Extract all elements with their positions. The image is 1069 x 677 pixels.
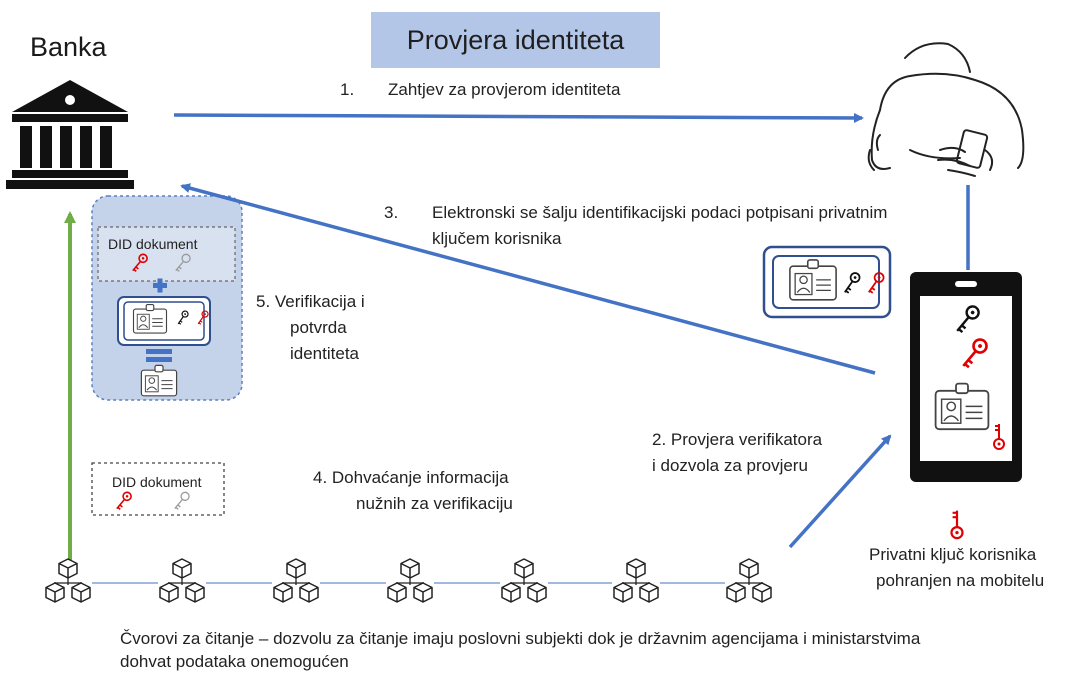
did-document-box — [91, 462, 225, 516]
arrow-step1 — [173, 112, 864, 123]
mobile-phone-icon — [910, 272, 1022, 482]
step1-text: Zahtjev za provjerom identiteta — [388, 80, 621, 99]
step5-line2: potvrda — [290, 318, 347, 337]
step2-line2: i dozvola za provjeru — [652, 456, 808, 475]
step5-line3: identiteta — [290, 344, 359, 363]
person-with-phone-icon — [867, 42, 1025, 177]
step5-line1: 5. Verifikacija i — [256, 292, 365, 311]
phone-id-card-icon — [934, 382, 990, 431]
step3-line1: Elektronski se šalju identifikacijski po… — [432, 203, 888, 222]
panel-signed-card-icon — [117, 296, 211, 346]
step3-number: 3. — [384, 203, 399, 222]
plus-icon — [153, 278, 167, 293]
blockchain-node-1 — [46, 559, 90, 602]
equals-icon — [146, 349, 172, 362]
step2-line1: 2. Provjera verifikatora — [652, 430, 823, 449]
private-key-line1: Privatni ključ korisnika — [869, 545, 1037, 564]
private-key-line2: pohranjen na mobitelu — [876, 571, 1045, 590]
signed-id-card-icon — [762, 245, 892, 319]
blockchain-node-5 — [502, 559, 546, 602]
panel-did-label: DID dokument — [108, 236, 198, 252]
blockchain-node-7 — [727, 559, 771, 602]
blockchain-node-2 — [160, 559, 204, 602]
panel-verified-card-icon — [140, 364, 178, 397]
bank-icon — [6, 80, 134, 189]
step4-line1: 4. Dohvaćanje informacija — [313, 468, 509, 487]
panel-did-box — [97, 226, 236, 282]
footer-line1: Čvorovi za čitanje – dozvolu za čitanje … — [120, 629, 921, 648]
arrow-step3 — [180, 183, 876, 375]
private-key-icon — [950, 509, 964, 540]
blockchain-node-4 — [388, 559, 432, 602]
bank-label: Banka — [30, 32, 107, 62]
blockchain-node-6 — [614, 559, 658, 602]
step3-line2: ključem korisnika — [432, 229, 562, 248]
did-document-label: DID dokument — [112, 474, 202, 490]
blockchain-node-3 — [274, 559, 318, 602]
step1-number: 1. — [340, 80, 355, 99]
arrow-step2 — [788, 434, 892, 549]
footer-line2: dohvat podataka onemogućen — [120, 652, 349, 671]
step4-line2: nužnih za verifikaciju — [356, 494, 513, 513]
diagram-title: Provjera identiteta — [371, 12, 660, 68]
